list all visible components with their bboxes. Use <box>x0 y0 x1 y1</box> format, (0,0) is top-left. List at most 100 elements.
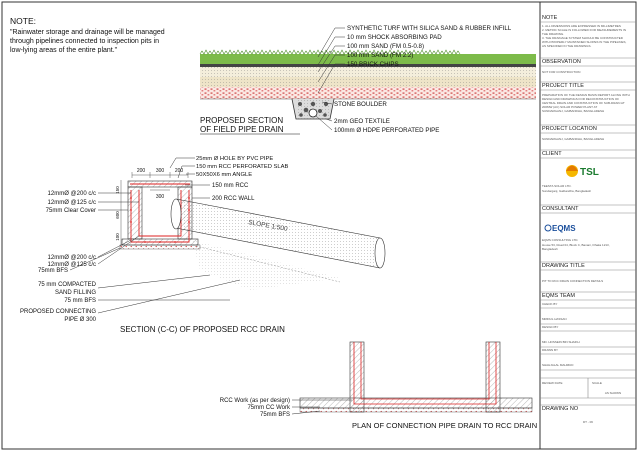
note-line: low-lying areas of the entire plant." <box>10 47 118 54</box>
rcc-wall-label: 200 RCC WALL <box>212 196 255 202</box>
dim-label: 200 <box>175 168 184 174</box>
eqms-logo-text: EQMS <box>552 224 576 233</box>
tb-scale: AS SHOWN <box>604 391 622 395</box>
tb-client-name: TEESTA SOLAR LTD. <box>542 184 572 188</box>
sand-label: SAND FILLING <box>55 290 96 296</box>
plan-title: PLAN OF CONNECTION PIPE DRAIN TO RCC DRA… <box>352 421 537 430</box>
dim-label: 300 <box>156 168 165 174</box>
tb-note-text: 1. ALL DIMENSIONS ARE EXPRESSED IN MILLI… <box>542 24 634 48</box>
tb-checked-by: MRIDUL HASSAN <box>542 317 567 321</box>
tb-checked-by-label: CHECK BY <box>542 302 558 306</box>
tb-scale-label: SCALE <box>592 381 602 385</box>
dim-label: 600 <box>115 211 120 219</box>
tsl-logo: TSL <box>566 165 599 178</box>
field-drain-leaders <box>315 27 345 131</box>
tb-project-title: PREPARATION OF THE DESIGN BASIS REPORT A… <box>542 93 634 113</box>
rcc-top-label: 150 mm RCC PERFORATED SLAB <box>196 164 288 170</box>
tb-consultant-name: EQMS CONSULTING LTD. <box>542 238 579 242</box>
hdpe-pipe <box>308 108 318 118</box>
cover-label: 75mm Clear Cover <box>46 208 96 214</box>
tb-drawing-title: PIT TO RCC DRAIN CONNECTION DETAILS <box>542 279 604 283</box>
tb-note-line: WITH PROPERLY MAINTAINED SLOPES IN THE P… <box>542 40 627 44</box>
pipe-far-end <box>374 237 386 269</box>
note-heading: NOTE: <box>10 16 36 26</box>
tb-project-title-line: CENTRAL DRAIN AND CONSTRUCTION OF SUB-DR… <box>542 101 625 105</box>
tb-note-heading: NOTE <box>542 15 558 21</box>
plan-label: 75mm BFS <box>260 412 290 418</box>
tb-design-by-label: DESIGN BY <box>542 325 559 329</box>
left-wall <box>127 186 143 240</box>
plan-bfs <box>299 407 533 413</box>
rcc-section-title: SECTION (C-C) OF PROPOSED RCC DRAIN <box>120 325 285 334</box>
tb-project-title-line: DESIGN AND DRAWINGS FOR RECONSTRUCTION O… <box>542 97 620 101</box>
plan-base <box>299 397 533 409</box>
geo-textile-label: 2mm GEO TEXTILE <box>334 118 390 125</box>
plan-label: 75mm CC Work <box>247 405 291 411</box>
tb-project-title-line: 200MW (AC) SOLAR POWER PLANT AT <box>542 105 598 109</box>
note-block: NOTE: "Rainwater storage and drainage wi… <box>10 16 165 54</box>
plan-view: RCC Work (as per design) 75mm CC Work 75… <box>220 341 537 430</box>
rcc-top-label: 25mm Ø HOLE BY PVC PIPE <box>196 156 273 162</box>
tb-project-title-heading: PROJECT TITLE <box>542 83 584 89</box>
rebar-label: 12mmØ @200 c/c <box>48 255 96 261</box>
bfs-label: 75mm BFS <box>38 268 68 274</box>
tb-note-line: AS SPECIFIED IN THE DRAWINGS. <box>542 44 592 48</box>
bfs-base <box>119 244 201 250</box>
tb-consultant-address: House 53, Road 04, Block C, Banani, Dhak… <box>542 243 634 251</box>
ground-line <box>195 245 341 283</box>
tb-consultant-address-line: Bangladesh <box>542 247 558 251</box>
note-line: "Rainwater storage and drainage will be … <box>10 29 165 36</box>
layer-label: 100 mm SAND (FM 0.5-0.8) <box>347 43 424 50</box>
rcc-top-leaders <box>169 157 195 179</box>
tb-drawn-by-label: DRAWN BY <box>542 348 559 352</box>
layer-label: SYNTHETIC TURF WITH SILICA SAND & RUBBER… <box>347 25 512 32</box>
plan-rebar <box>353 342 497 405</box>
layer-label: 10 mm SHOCK ABSORBING PAD <box>347 34 442 41</box>
tb-project-location: SUNDARGANJ, GAIBANDHA, BANGLADESH <box>542 137 605 141</box>
tb-drawn-by: SHAHJALAL MAHMUD <box>542 363 574 367</box>
tb-project-title-line: PREPARATION OF THE DESIGN BASIS REPORT A… <box>542 93 630 97</box>
turf-layer <box>200 54 536 64</box>
field-drain-title: PROPOSED SECTION <box>200 116 283 125</box>
rebar-label: 12mmØ @200 c/c <box>48 191 96 197</box>
tb-drawing-no: DT - 06 <box>583 420 593 424</box>
tb-project-title-line: SUNDARGANJ, GAIBANDHA, BANGLADESH <box>542 109 605 113</box>
pipe-end <box>170 198 182 230</box>
tb-drawing-no-heading: DRAWING NO <box>542 406 579 412</box>
pipe-label: PROPOSED CONNECTING <box>20 309 96 315</box>
dim-label: 100 <box>115 233 120 241</box>
rebar-label: 12mmØ @125 c/c <box>48 200 96 206</box>
tb-observation-heading: OBSERVATION <box>542 59 581 65</box>
tsl-logo-text: TSL <box>580 167 599 178</box>
rcc-section: 25mm Ø HOLE BY PVC PIPE 150 mm RCC PERFO… <box>20 156 386 334</box>
hdpe-pipe-label: 100mm Ø HDPE PERFORATED PIPE <box>334 127 439 134</box>
pad-layer <box>200 64 536 67</box>
dim-label: 300 <box>156 194 165 200</box>
brick-chips-pattern <box>200 87 536 99</box>
tb-review-date-label: REVIEW DATE <box>542 381 563 385</box>
tb-project-location-heading: PROJECT LOCATION <box>542 126 597 132</box>
tb-client-heading: CLIENT <box>542 151 562 157</box>
tb-note-line: 1. ALL DIMENSIONS ARE EXPRESSED IN MILLI… <box>542 24 621 28</box>
pipe-label: PIPE Ø 300 <box>64 317 96 323</box>
tb-note-line: 3. THE DRAINAGE SYSTEM SHOULD BE CONSTRU… <box>542 36 623 40</box>
tb-consultant-address-line: House 53, Road 04, Block C, Banani, Dhak… <box>542 243 610 247</box>
tb-drawing-title-heading: DRAWING TITLE <box>542 263 585 269</box>
bfs-label: 75 mm BFS <box>64 298 96 304</box>
tb-design-by: MD. HOSSEIN BIN SHAIKH <box>542 340 580 344</box>
tb-client-address: Sundarganj, Gaibandha, Bangladesh <box>542 189 592 193</box>
rcc-150-label: 150 mm RCC <box>212 183 249 189</box>
note-line: through pipelines connected to inspectio… <box>10 38 159 45</box>
tb-note-line: 2. METRIC SCALE IS FOLLOWED FOR MEASUREM… <box>542 28 627 32</box>
rcc-top-label: 50X50X6 mm ANGLE <box>196 172 252 178</box>
layer-label: 100 mm SAND (FM 2.2) <box>347 52 413 59</box>
dim-label: 200 <box>137 168 146 174</box>
sand-fill-ground <box>192 240 340 290</box>
tb-team-heading: EQMS TEAM <box>542 293 575 299</box>
rcc-dimension-lines <box>120 172 189 246</box>
plan-label: RCC Work (as per design) <box>220 398 290 404</box>
plan-leaders <box>291 399 352 415</box>
field-drain-section: SYNTHETIC TURF WITH SILICA SAND & RUBBER… <box>199 25 536 135</box>
